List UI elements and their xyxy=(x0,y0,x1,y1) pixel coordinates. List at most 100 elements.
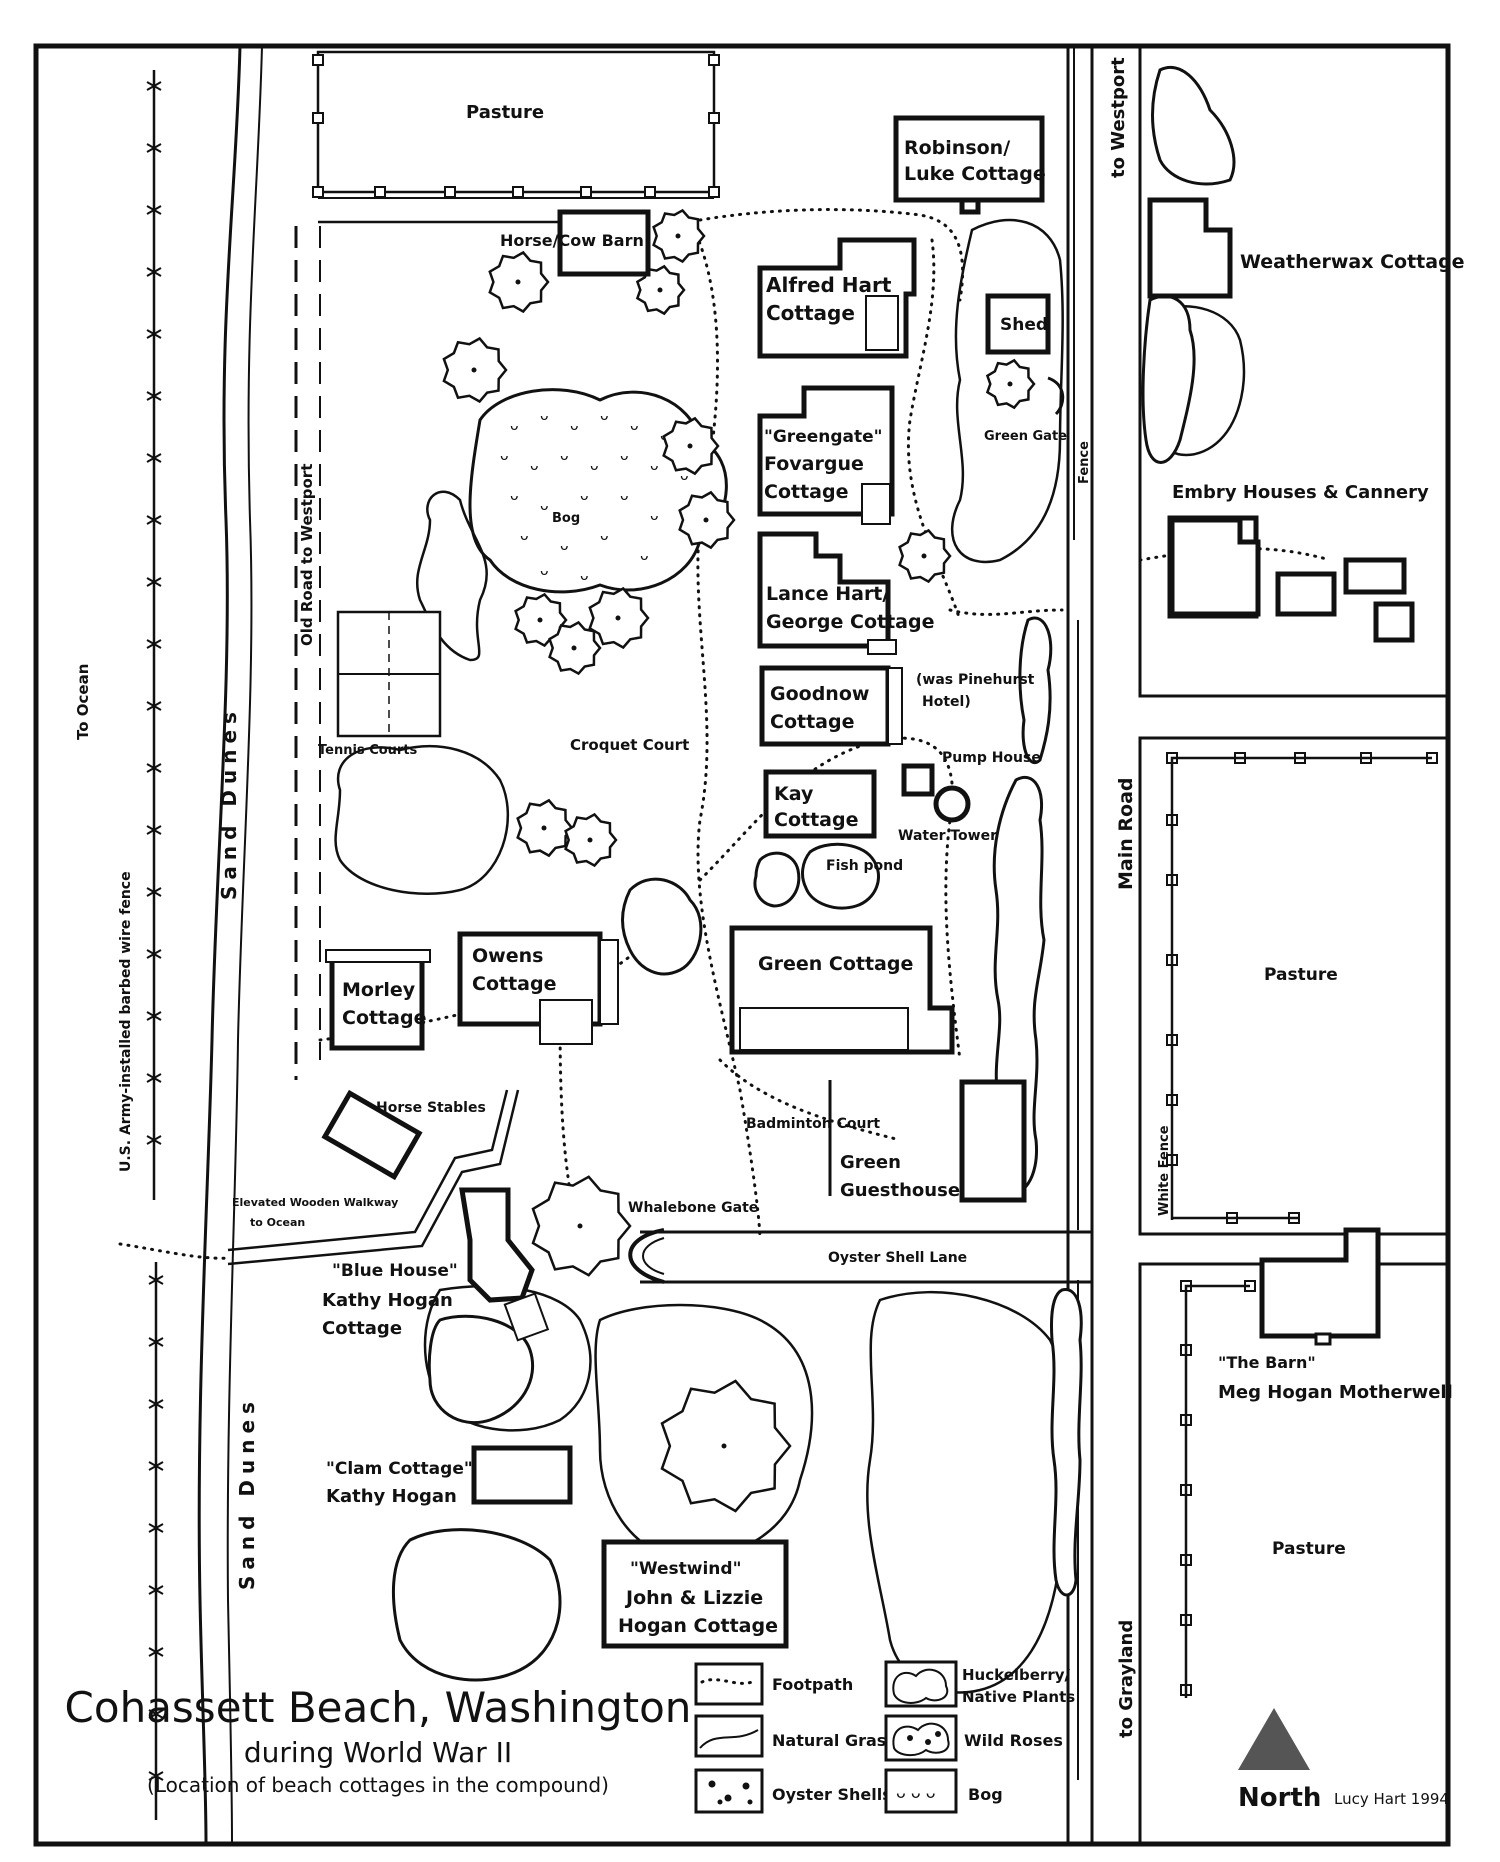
embry-hedge xyxy=(1141,294,1196,464)
label-to-ocean: To Ocean xyxy=(74,664,92,740)
embry-cannery xyxy=(1373,601,1415,643)
bush-center xyxy=(621,877,703,976)
label-blue-2: Kathy Hogan xyxy=(322,1290,453,1311)
label-bog: Bog xyxy=(552,511,580,526)
legend-footpath: Footpath xyxy=(694,1662,853,1706)
label-horse-cow-barn: Horse/Cow Barn xyxy=(500,231,644,250)
fence-post xyxy=(374,186,386,198)
label-green-gate: Green Gate xyxy=(984,429,1067,444)
grass-east-big xyxy=(950,218,1064,564)
label-robinson-2: Luke Cottage xyxy=(904,163,1046,185)
huckleberry-column-2 xyxy=(1050,1288,1083,1597)
svg-text:ᴗ ᴗ ᴗ: ᴗ ᴗ ᴗ xyxy=(896,1783,936,1802)
label-guesthouse-1: Green xyxy=(840,1152,901,1173)
bog-mark: ᴗ xyxy=(510,488,519,504)
label-pasture-bottom: Pasture xyxy=(1272,1539,1346,1559)
bog-mark: ᴗ xyxy=(540,408,549,424)
greengate-cottage xyxy=(757,385,895,517)
barb-mark xyxy=(148,1771,164,1781)
fish-pond xyxy=(801,842,881,910)
label-horse-stables: Horse Stables xyxy=(376,1100,486,1116)
fish-pond-bush xyxy=(753,851,801,908)
label-lance-2: George Cottage xyxy=(766,611,934,633)
legend-natural-grass: Natural Grass xyxy=(694,1714,896,1758)
whalebone-gate-inner xyxy=(642,1237,665,1275)
clam-cottage xyxy=(471,1445,573,1505)
label-embry: Embry Houses & Cannery xyxy=(1172,482,1429,503)
legend-oyster-shells: Oyster Shells xyxy=(694,1768,892,1814)
legend-huckleberry-label-2: Native Plants xyxy=(962,1688,1075,1706)
barb-mark xyxy=(146,1011,162,1021)
bog-mark: ᴗ xyxy=(640,548,649,564)
label-morley-2: Cottage xyxy=(342,1007,426,1029)
label-barn-1: "The Barn" xyxy=(1218,1353,1316,1372)
legend: Footpath Natural Grass Oyster Shells Huc… xyxy=(694,1660,1075,1814)
barb-mark xyxy=(148,1399,164,1409)
barb-mark xyxy=(146,267,162,277)
barb-mark xyxy=(146,949,162,959)
tree-icon xyxy=(516,798,574,858)
barb-mark xyxy=(148,1585,164,1595)
label-fence: Fence xyxy=(1077,441,1092,484)
fence-post xyxy=(512,186,524,198)
blue-house xyxy=(459,1187,535,1303)
tree-icon xyxy=(548,620,602,676)
legend-bog-label: Bog xyxy=(968,1785,1003,1804)
legend-oyster-shells-label: Oyster Shells xyxy=(772,1785,892,1804)
label-fish-pond: Fish pond xyxy=(826,858,903,874)
map-title: Cohassett Beach, Washington during World… xyxy=(65,1683,692,1797)
barbed-wire-barbs xyxy=(146,81,164,1781)
horse-stables xyxy=(321,1089,423,1181)
legend-natural-grass-label: Natural Grass xyxy=(772,1731,896,1750)
label-robinson-1: Robinson/ xyxy=(904,137,1010,159)
label-pasture-top: Pasture xyxy=(466,102,544,123)
label-army-fence: U.S. Army-installed barbed wire fence xyxy=(118,871,134,1172)
bog-mark: ᴗ xyxy=(570,418,579,434)
bog-marks: ᴗᴗᴗᴗᴗᴗᴗᴗᴗᴗᴗᴗᴗᴗᴗᴗᴗᴗᴗᴗᴗᴗᴗᴗ xyxy=(500,408,689,584)
title-note: (Location of beach cottages in the compo… xyxy=(147,1773,609,1797)
grass-southeast xyxy=(866,1290,1072,1694)
label-greengate-3: Cottage xyxy=(764,481,848,503)
goodnow-cottage xyxy=(759,665,891,747)
label-owens-1: Owens xyxy=(472,945,543,967)
westwind-cottage xyxy=(601,1539,789,1649)
tree-icon xyxy=(678,490,736,550)
bog-mark: ᴗ xyxy=(620,488,629,504)
barb-mark xyxy=(146,391,162,401)
grass-west-lower xyxy=(423,1285,592,1432)
fence-post xyxy=(580,186,592,198)
owens-porch xyxy=(599,939,619,1025)
label-kay-1: Kay xyxy=(774,783,814,805)
label-croquet: Croquet Court xyxy=(570,736,689,754)
label-walkway-1: Elevated Wooden Walkway xyxy=(232,1196,398,1209)
bog-mark: ᴗ xyxy=(650,508,659,524)
tennis-hedge xyxy=(415,490,488,662)
barb-mark xyxy=(146,639,162,649)
label-westwind-2: John & Lizzie xyxy=(624,1587,763,1609)
bog-mark: ᴗ xyxy=(580,568,589,584)
tree-icon xyxy=(488,250,550,314)
barb-mark xyxy=(146,81,162,91)
legend-wild-roses: Wild Roses xyxy=(884,1714,1063,1762)
the-barn xyxy=(1259,1227,1381,1339)
pasture-top-fence xyxy=(316,50,716,199)
label-westwind-3: Hogan Cottage xyxy=(618,1615,778,1637)
label-pinehurst-1: (was Pinehurst xyxy=(916,672,1035,688)
weatherwax-hedge xyxy=(1151,65,1236,186)
alfred-hart-deck xyxy=(865,295,899,351)
north-label: North xyxy=(1238,1783,1321,1813)
shed xyxy=(985,293,1051,355)
grass-west xyxy=(334,745,509,895)
barb-mark xyxy=(146,1073,162,1083)
elevated-walkway xyxy=(227,1089,520,1266)
morley-porch xyxy=(325,949,431,963)
label-clam-1: "Clam Cottage" xyxy=(326,1459,473,1479)
embry-house-1-shape xyxy=(1169,517,1261,617)
bog-mark: ᴗ xyxy=(540,498,549,514)
fence-post xyxy=(312,186,324,198)
label-walkway-2: to Ocean xyxy=(250,1216,305,1229)
owens-steps xyxy=(539,999,593,1045)
label-pinehurst-2: Hotel) xyxy=(922,694,971,710)
fence-post xyxy=(312,112,324,124)
